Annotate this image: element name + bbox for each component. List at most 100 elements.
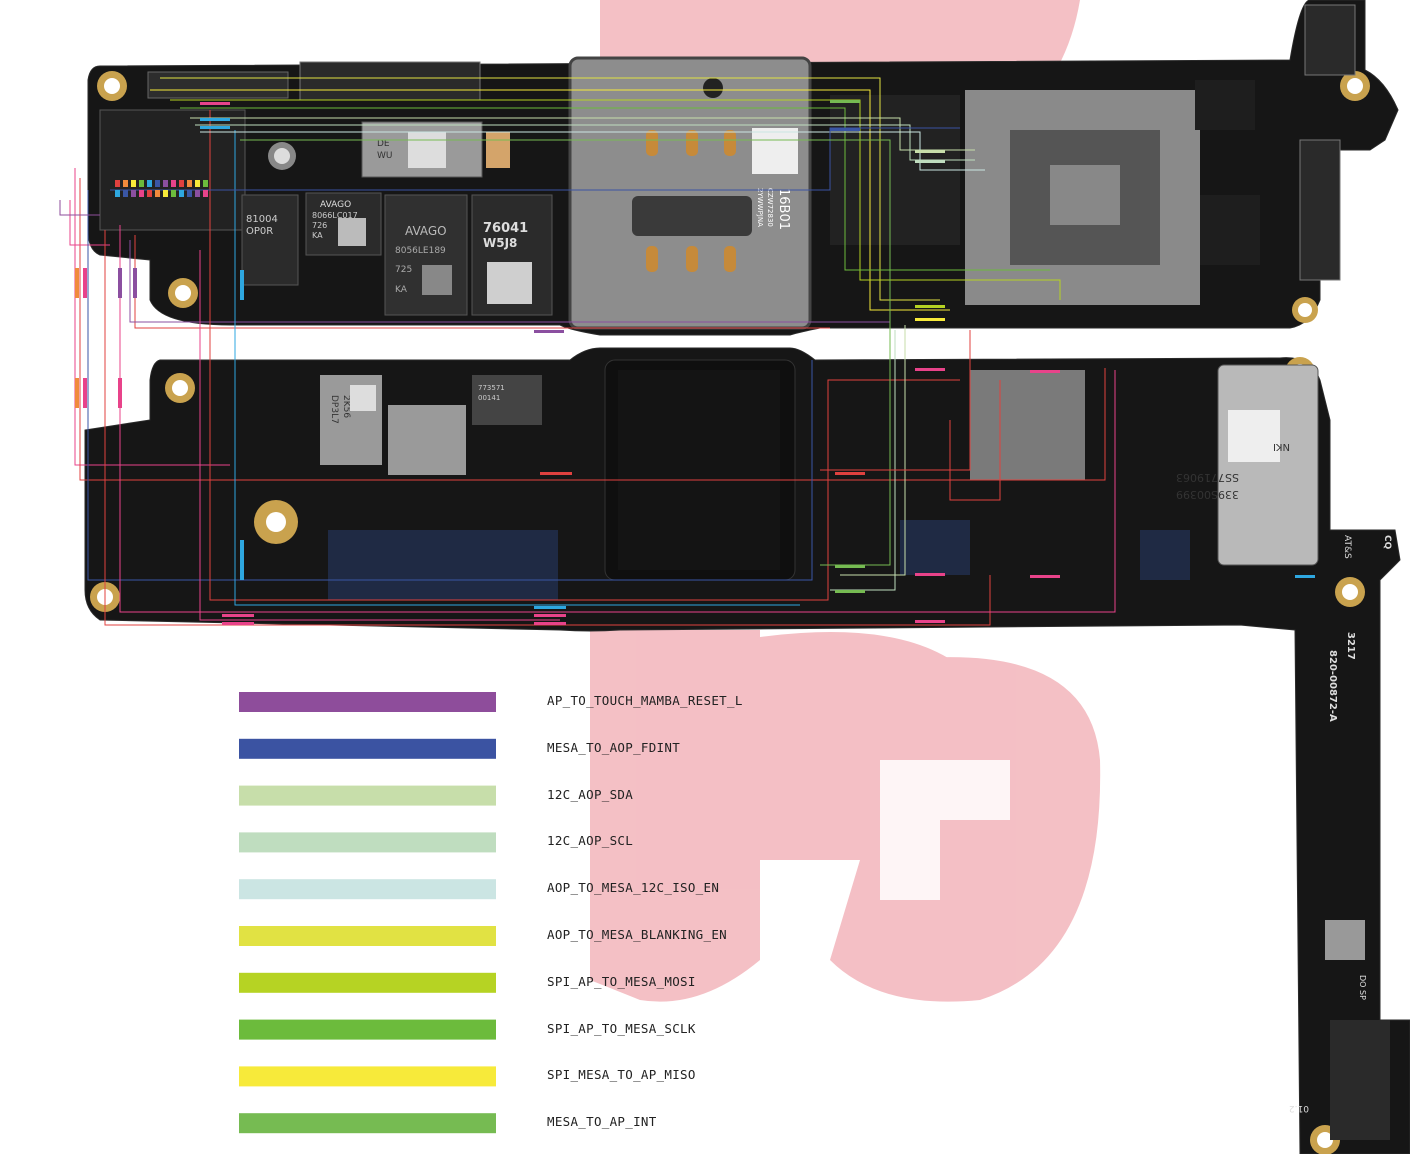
capacitor xyxy=(486,132,510,168)
connector-pad xyxy=(147,190,152,197)
component-cluster xyxy=(1330,1020,1390,1140)
legend-label: 12C_AOP_SDA xyxy=(547,786,634,802)
sim-tray-code: 16B01 xyxy=(776,188,791,230)
nand-mark: NKI xyxy=(1273,441,1290,452)
sim-pin xyxy=(646,130,658,156)
trace-mark xyxy=(75,378,79,408)
watermark-cross xyxy=(880,760,1010,900)
sim-pin xyxy=(724,246,736,272)
ram-package-inner xyxy=(618,370,780,570)
connector-pad xyxy=(195,180,200,187)
trace-overlay xyxy=(59,77,1315,626)
trace-mark xyxy=(1295,575,1315,578)
qr-code xyxy=(1228,410,1280,462)
skyworks-label-b: OP0R xyxy=(246,226,273,237)
trace-mark xyxy=(534,606,566,609)
mount-hole-center xyxy=(1298,303,1312,317)
legend-label: MESA_TO_AOP_FDINT xyxy=(547,739,681,755)
connector xyxy=(99,109,246,231)
trace-mark xyxy=(830,100,860,103)
dark-chip xyxy=(1195,80,1255,130)
watermark-bowl-2 xyxy=(830,657,1101,1002)
signal-trace xyxy=(129,240,890,323)
lower-chip-metal xyxy=(388,405,466,475)
signal-trace xyxy=(150,89,950,311)
connector-pad xyxy=(139,180,144,187)
qr-code xyxy=(350,385,376,411)
qr-code xyxy=(408,132,446,168)
sim-hole xyxy=(703,78,723,98)
lower-chip-metal xyxy=(472,375,542,425)
lower-board: DP3L7 2K56 773571 00141 339S00399 SS7719… xyxy=(84,347,1410,1154)
sim-contacts xyxy=(632,196,752,236)
trace-mark xyxy=(83,268,87,298)
dark-chip xyxy=(1200,195,1260,265)
connector-pad xyxy=(163,190,168,197)
connector-pad xyxy=(179,190,184,197)
mount-hole-center xyxy=(1342,584,1358,600)
sim-pin xyxy=(686,246,698,272)
signal-trace xyxy=(87,190,813,581)
trace-mark xyxy=(200,118,230,121)
trace-mark xyxy=(915,150,945,153)
connector-pad xyxy=(203,180,208,187)
mount-hole-center xyxy=(175,285,191,301)
qr-code xyxy=(1325,920,1365,960)
trace-mark xyxy=(830,128,860,131)
signal-trace xyxy=(180,107,1050,271)
connector-pad xyxy=(155,180,160,187)
sim-pin xyxy=(686,130,698,156)
edge-code: 820-00872-A xyxy=(1327,650,1338,722)
nand-code: 339S00399 xyxy=(1176,488,1239,501)
legend-label: SPI_MESA_TO_AP_MISO xyxy=(547,1067,696,1083)
avago2-code: KA xyxy=(395,285,408,295)
signal-trace xyxy=(949,380,1001,501)
signal-trace xyxy=(74,168,230,466)
connector-pad xyxy=(171,190,176,197)
mount-hole-center xyxy=(1347,78,1363,94)
legend-swatch xyxy=(239,738,496,759)
sim-pin xyxy=(724,130,736,156)
avago1-brand: AVAGO xyxy=(320,200,351,210)
connector-pad xyxy=(155,190,160,197)
lower-chip-label-2: 2K56 xyxy=(341,395,351,418)
signal-trace xyxy=(134,235,830,329)
trace-mark xyxy=(915,160,945,163)
signal-trace xyxy=(840,325,906,576)
trace-mark xyxy=(915,368,945,371)
watermark-left-stroke xyxy=(590,630,760,1002)
connector-pad xyxy=(123,190,128,197)
legend-swatch xyxy=(239,926,496,946)
signal-trace xyxy=(79,178,1106,481)
qr-code xyxy=(338,218,366,246)
lower-blue-chip xyxy=(328,530,558,600)
connector-pad xyxy=(115,180,120,187)
trace-mark xyxy=(240,540,244,580)
connector xyxy=(299,61,481,101)
small-mark: DO SP xyxy=(1358,975,1367,1000)
trace-mark xyxy=(915,305,945,308)
lower-chip-label-1: DP3L7 xyxy=(329,395,339,424)
sim-pin xyxy=(646,246,658,272)
signal-trace xyxy=(234,130,800,606)
qr-code xyxy=(752,128,798,174)
legend-swatch xyxy=(239,832,496,853)
legend-swatch xyxy=(239,1113,496,1134)
lower-chip-label-3: 773571 xyxy=(478,384,505,392)
trace-mark xyxy=(835,472,865,475)
legend-label: AP_TO_TOUCH_MAMBA_RESET_L xyxy=(547,693,743,708)
legend-label: SPI_AP_TO_MESA_MOSI xyxy=(547,973,696,989)
signal-trace xyxy=(119,225,1116,613)
rev-mark: 01.2 xyxy=(1289,1103,1309,1113)
mount-hole-center xyxy=(266,512,286,532)
trace-mark xyxy=(835,590,865,593)
connector xyxy=(147,71,289,99)
signal-trace xyxy=(170,99,1061,300)
qorvo-part: 76041 xyxy=(483,221,528,236)
signal-trace xyxy=(199,250,560,621)
legend-swatch xyxy=(239,785,496,806)
signal-trace xyxy=(820,330,971,471)
signal-trace xyxy=(160,77,940,301)
mount-hole-center xyxy=(1317,1132,1333,1148)
